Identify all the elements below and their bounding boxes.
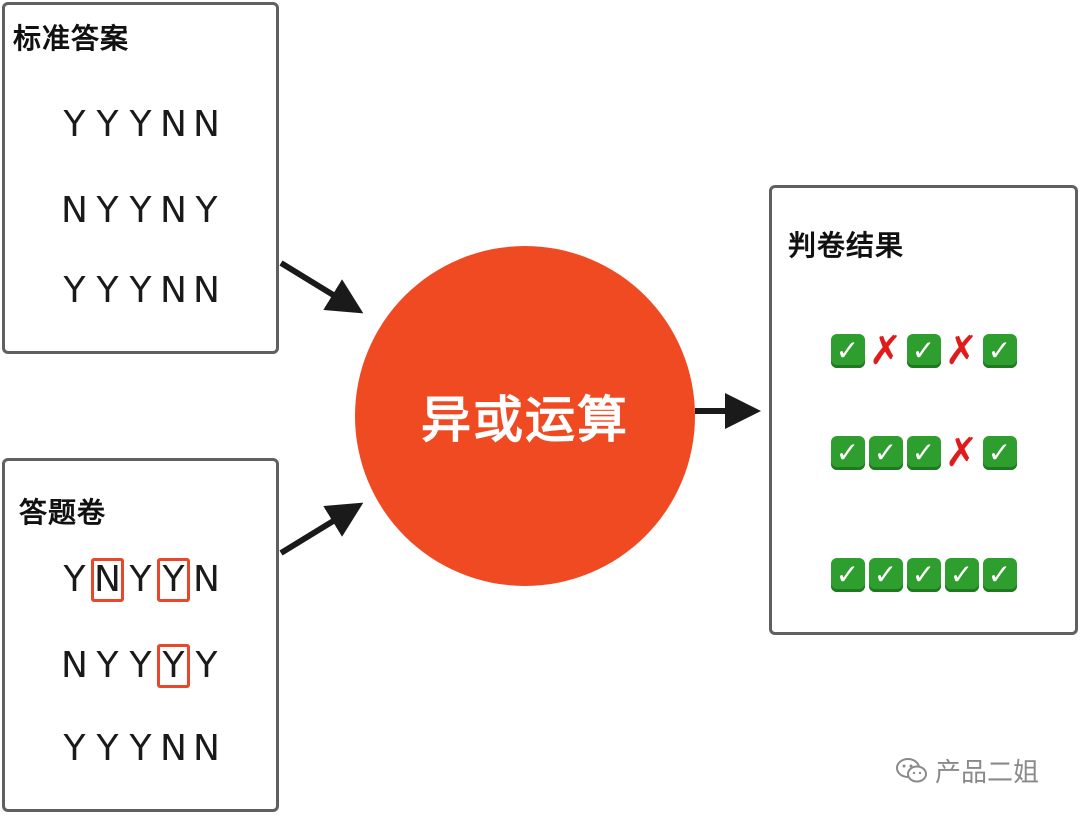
check-mark-icon: ✓ — [830, 436, 865, 470]
arrow-answer-to-operation — [279, 502, 364, 556]
result-row-3: ✓✓✓✓✓ — [772, 558, 1075, 592]
answer-letter: Y — [129, 645, 152, 686]
answer-letter: Y — [63, 559, 86, 600]
answer-letter: Y — [129, 190, 152, 231]
answer-sheet-title: 答题卷 — [19, 496, 107, 529]
answer-letter: N — [61, 645, 88, 686]
answer-letter: N — [61, 190, 88, 231]
check-mark-icon: ✓ — [830, 334, 865, 368]
answer-letter: Y — [96, 190, 119, 231]
check-mark-icon: ✓ — [830, 558, 865, 592]
check-mark-icon: ✓ — [982, 334, 1017, 368]
check-mark-icon: ✓ — [868, 436, 903, 470]
answer-letter: Y — [129, 104, 152, 145]
grading-result-title: 判卷结果 — [788, 229, 905, 262]
answer-letter: N — [160, 190, 187, 231]
cross-mark-icon: ✗ — [868, 328, 903, 374]
answer-letter: N — [193, 559, 220, 600]
answer-letter: N — [193, 270, 220, 311]
check-mark-icon: ✓ — [906, 334, 941, 368]
cross-mark-icon: ✗ — [944, 430, 979, 476]
answer-letter: N — [193, 104, 220, 145]
answer-letter: Y — [195, 190, 218, 231]
answer-letter: Y — [129, 270, 152, 311]
answer-letter-mismatch: Y — [157, 644, 190, 688]
check-mark-icon: ✓ — [906, 558, 941, 592]
result-row-2: ✓✓✓✗✓ — [772, 430, 1075, 476]
cross-mark-icon: ✗ — [944, 328, 979, 374]
answer-letter: Y — [63, 104, 86, 145]
xor-operation-label: 异或运算 — [421, 391, 629, 449]
check-mark-icon: ✓ — [906, 436, 941, 470]
answer-letter: Y — [195, 645, 218, 686]
watermark: 产品二姐 — [895, 752, 1039, 789]
check-mark-icon: ✓ — [868, 558, 903, 592]
answer-letter: Y — [63, 728, 86, 769]
arrow-standard-to-operation — [279, 260, 364, 314]
answer-letter: N — [193, 728, 220, 769]
xor-operation-circle: 异或运算 — [355, 246, 695, 586]
answer-letter: N — [160, 270, 187, 311]
answer-letter: Y — [129, 559, 152, 600]
answer-letter-mismatch: N — [91, 558, 124, 602]
answer-letter: Y — [96, 645, 119, 686]
answer-letter: Y — [96, 270, 119, 311]
answer-letter-mismatch: Y — [157, 558, 190, 602]
answer-letter: Y — [96, 104, 119, 145]
watermark-text: 产品二姐 — [935, 758, 1040, 788]
grading-result-panel: 判卷结果 ✓✗✓✗✓ ✓✓✓✗✓ ✓✓✓✓✓ — [769, 185, 1078, 635]
result-row-1: ✓✗✓✗✓ — [772, 328, 1075, 374]
check-mark-icon: ✓ — [982, 558, 1017, 592]
answer-letter: N — [160, 104, 187, 145]
wechat-icon — [896, 757, 927, 782]
standard-answer-title: 标准答案 — [13, 22, 130, 55]
answer-letter: Y — [96, 728, 119, 769]
answer-letter: N — [160, 728, 187, 769]
answer-letter: Y — [129, 728, 152, 769]
check-mark-icon: ✓ — [944, 558, 979, 592]
check-mark-icon: ✓ — [982, 436, 1017, 470]
answer-letter: Y — [63, 270, 86, 311]
